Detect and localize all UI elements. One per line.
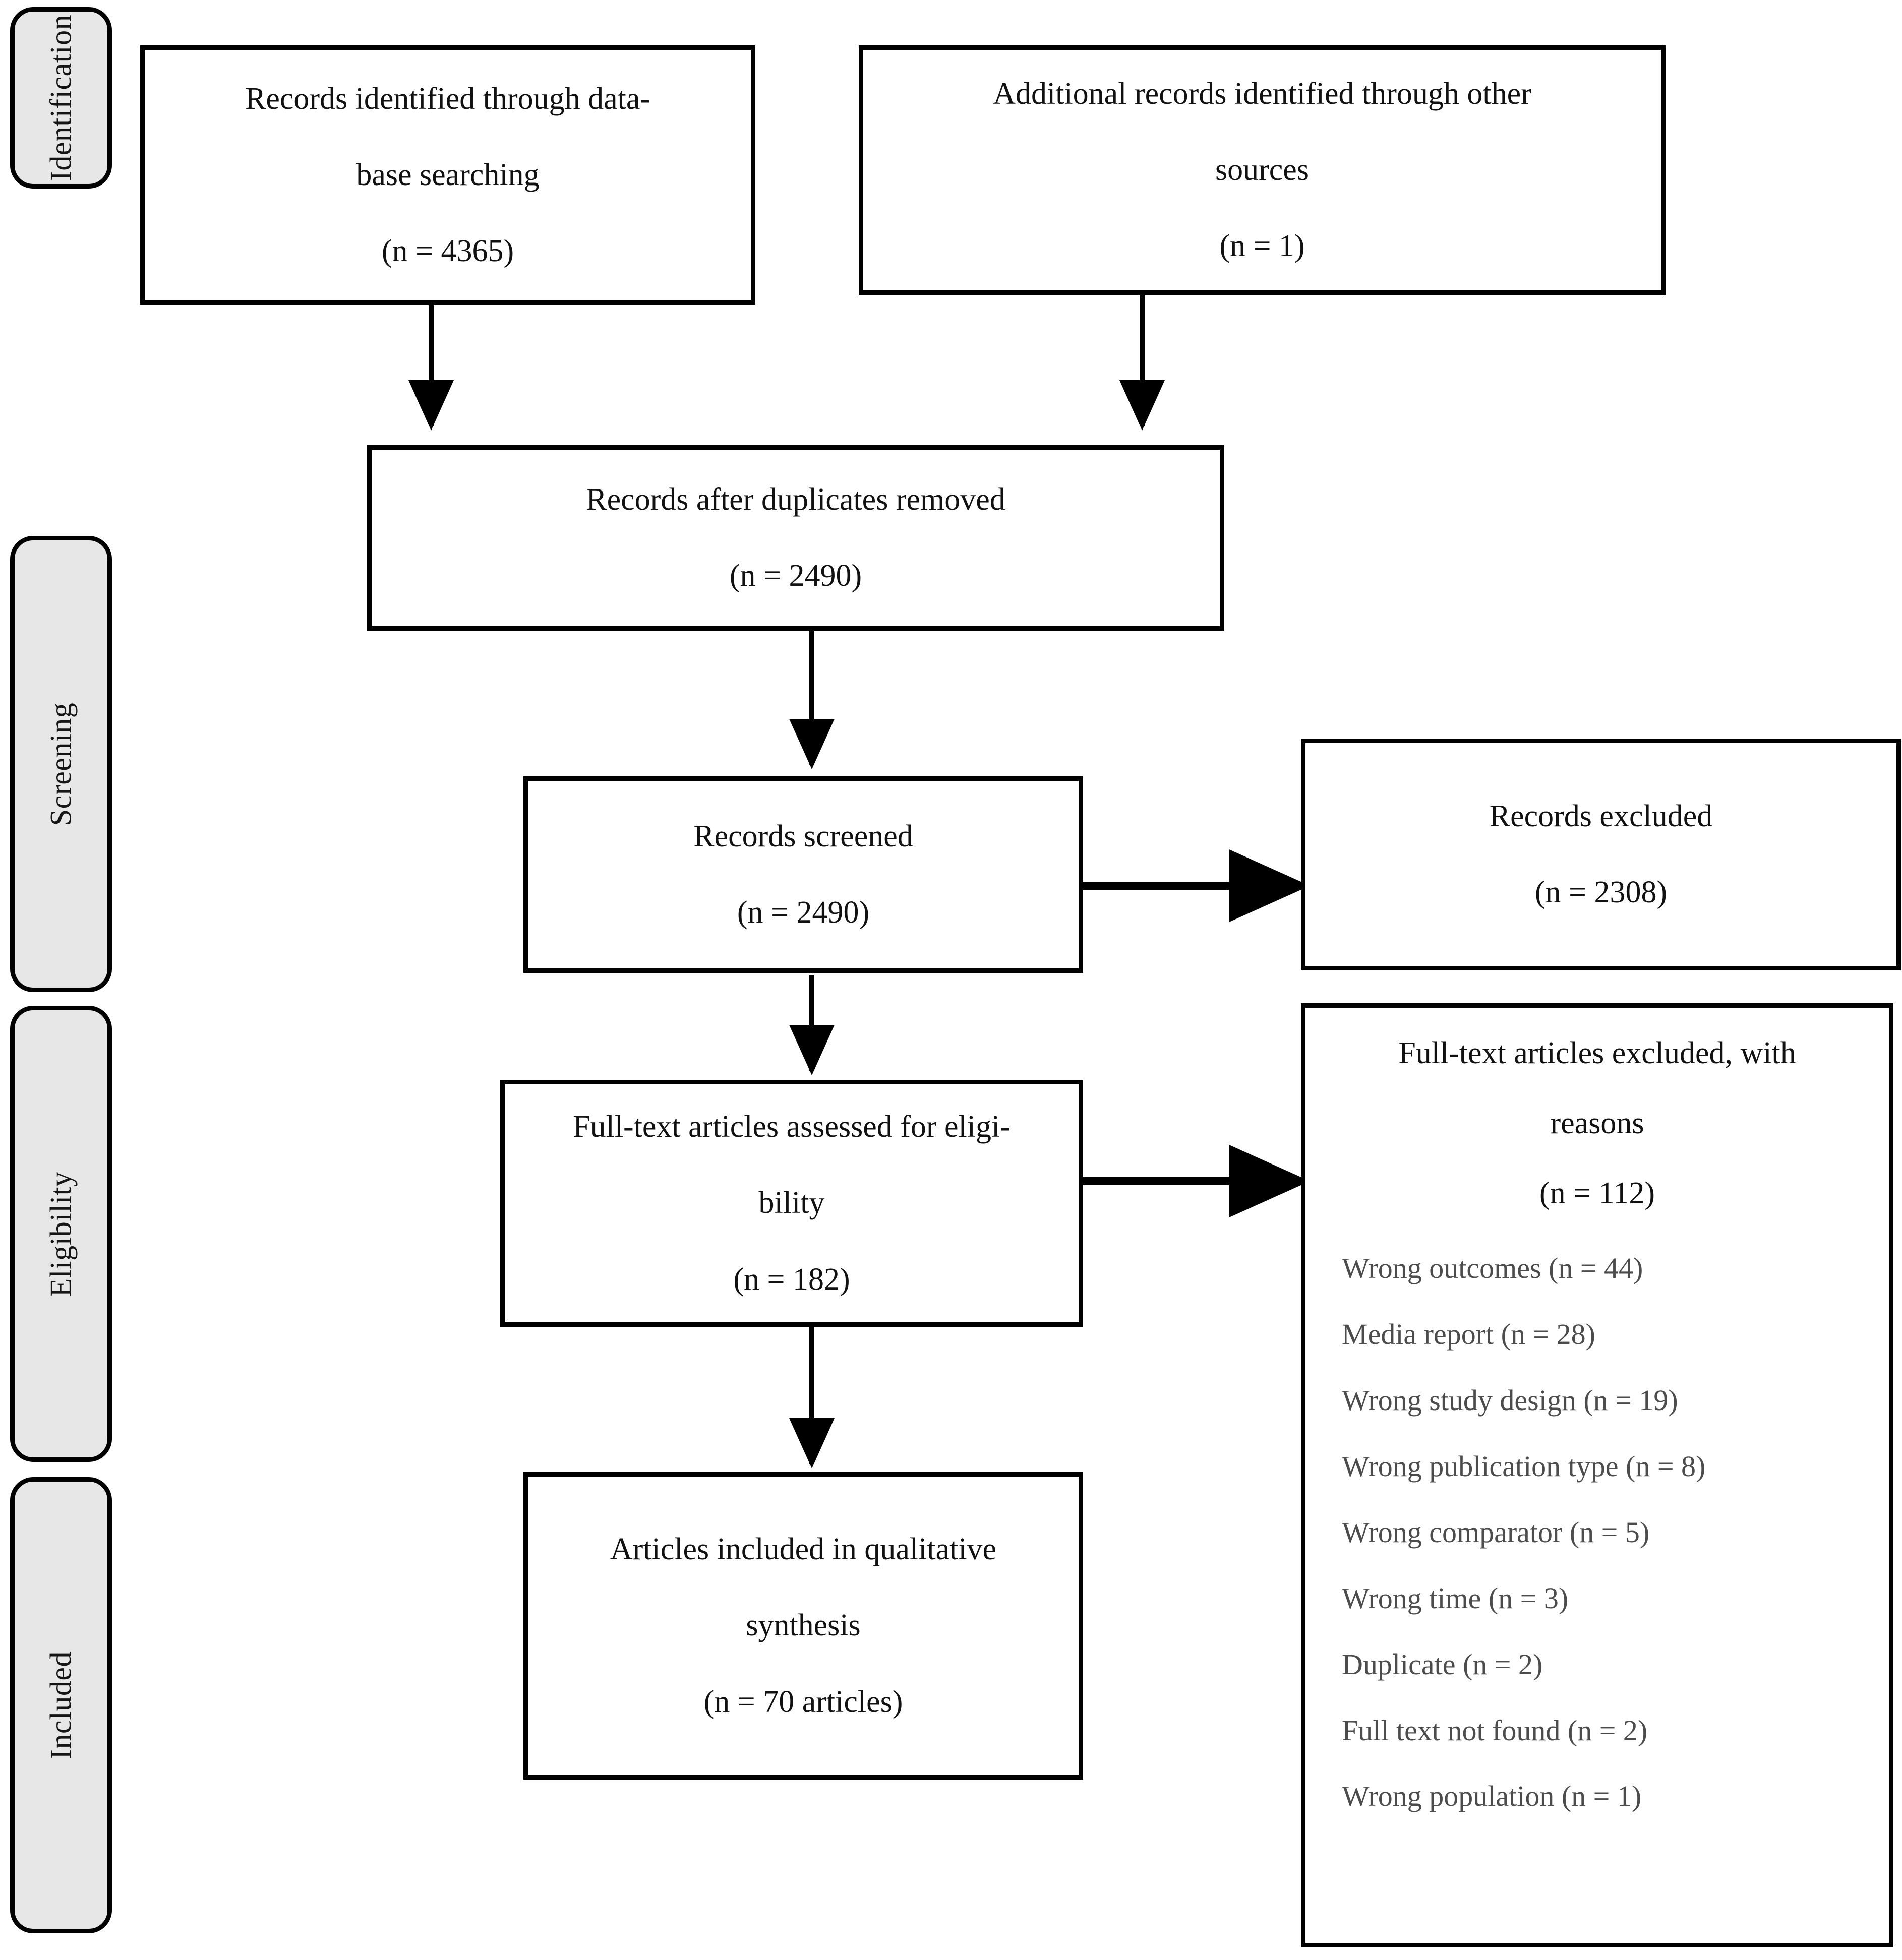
box-additional-records-other-sources: Additional records identified through ot… xyxy=(859,45,1666,295)
box-line-1: Records excluded xyxy=(1489,799,1713,833)
exclusion-reason-list: Wrong outcomes (n = 44) Media report (n … xyxy=(1305,1253,1889,1812)
box-line-1: Full-text articles assessed for eligi- xyxy=(573,1110,1011,1144)
list-item: Media report (n = 28) xyxy=(1342,1318,1595,1351)
box-line-2: reasons xyxy=(1550,1106,1644,1141)
stage-label-eligibility: Eligibility xyxy=(44,1171,78,1297)
box-records-screened: Records screened (n = 2490) xyxy=(523,776,1083,973)
box-line-3: (n = 182) xyxy=(733,1262,850,1297)
box-line-2: (n = 2308) xyxy=(1534,875,1668,909)
box-line-3: (n = 112) xyxy=(1539,1176,1655,1211)
box-line-2: sources xyxy=(1215,152,1309,187)
box-line-2: bility xyxy=(758,1186,825,1220)
list-item: Wrong time (n = 3) xyxy=(1342,1581,1569,1615)
stage-label-identification: Identification xyxy=(44,14,78,181)
list-item: Wrong outcomes (n = 44) xyxy=(1342,1252,1643,1285)
box-line-1: Additional records identified through ot… xyxy=(993,76,1531,111)
box-records-excluded: Records excluded (n = 2308) xyxy=(1301,739,1901,970)
box-line-1: Records after duplicates removed xyxy=(586,482,1005,517)
box-fulltext-articles-assessed: Full-text articles assessed for eligi- b… xyxy=(500,1080,1083,1327)
box-line-2: synthesis xyxy=(746,1608,861,1643)
stage-bar-screening: Screening xyxy=(10,536,112,992)
box-articles-included-qualitative-synthesis: Articles included in qualitative synthes… xyxy=(523,1472,1083,1780)
box-line-3: (n = 70 articles) xyxy=(703,1684,903,1719)
stage-bar-eligibility: Eligibility xyxy=(10,1006,112,1462)
list-item: Wrong comparator (n = 5) xyxy=(1342,1515,1650,1549)
box-line-2: (n = 2490) xyxy=(737,895,870,930)
box-line-1: Records identified through data- xyxy=(245,81,651,116)
box-line-2: (n = 2490) xyxy=(729,559,862,593)
box-line-1: Records screened xyxy=(693,819,913,853)
list-item: Wrong population (n = 1) xyxy=(1342,1780,1642,1813)
stage-label-included: Included xyxy=(44,1651,78,1759)
box-line-2: base searching xyxy=(356,157,540,192)
box-records-identified-database: Records identified through data- base se… xyxy=(140,45,755,305)
box-records-after-duplicates-removed: Records after duplicates removed (n = 24… xyxy=(367,445,1224,631)
stage-label-screening: Screening xyxy=(44,702,78,826)
stage-bar-identification: Identification xyxy=(10,7,112,189)
box-line-1: Articles included in qualitative xyxy=(610,1532,997,1567)
box-fulltext-articles-excluded-with-reasons: Full-text articles excluded, with reason… xyxy=(1301,1003,1893,1947)
box-line-3: (n = 4365) xyxy=(381,234,514,269)
box-line-1: Full-text articles excluded, with xyxy=(1398,1036,1796,1070)
list-item: Duplicate (n = 2) xyxy=(1342,1647,1543,1681)
list-item: Wrong publication type (n = 8) xyxy=(1342,1449,1706,1483)
box-line-3: (n = 1) xyxy=(1219,229,1305,264)
stage-bar-included: Included xyxy=(10,1477,112,1933)
list-item: Wrong study design (n = 19) xyxy=(1342,1384,1678,1417)
list-item: Full text not found (n = 2) xyxy=(1342,1713,1648,1747)
